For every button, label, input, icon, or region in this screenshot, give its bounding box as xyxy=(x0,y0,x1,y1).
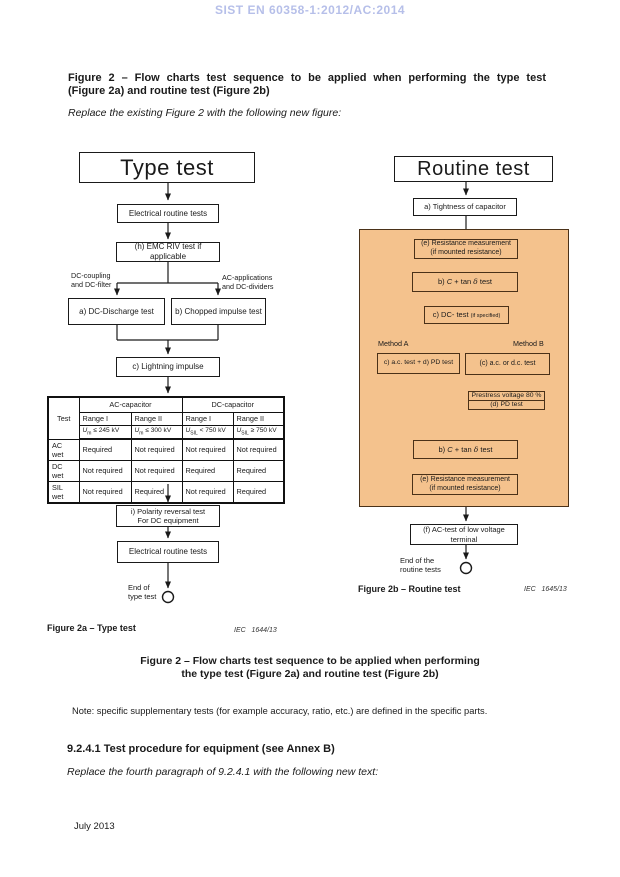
dc-discharge-test-box: a) DC-Discharge test xyxy=(68,298,165,325)
dc-test-if-specified-box: c) DC- test (if specified) xyxy=(424,306,509,324)
iec-ref-2b: IEC 1645/13 xyxy=(524,586,567,593)
electrical-routine-tests-box-2: Electrical routine tests xyxy=(117,541,219,563)
range-header: Range II xyxy=(130,411,183,426)
supplementary-tests-note: Note: specific supplementary tests (for … xyxy=(72,706,488,716)
table-corner-cell: Test xyxy=(47,396,80,440)
voltage-limit-cell: Um ≤ 245 kV xyxy=(78,424,132,440)
dc-coupling-branch-label: DC-coupling and DC-filter xyxy=(71,271,112,289)
end-of-type-test-label: End of type test xyxy=(128,583,157,602)
method-a-label: Method A xyxy=(378,339,409,348)
ac-applications-branch-label: AC-applications and DC-dividers xyxy=(222,273,274,291)
type-test-title-box: Type test xyxy=(79,152,255,183)
range-header: Range II xyxy=(232,411,285,426)
tightness-of-capacitor-box: a) Tightness of capacitor xyxy=(413,198,517,216)
c-tan-delta-box-1: b) C + tan δ test xyxy=(412,272,518,292)
voltage-limit-cell: USIL ≥ 750 kV xyxy=(232,424,285,440)
emc-riv-test-box: (h) EMC RIV test if applicable xyxy=(116,242,220,262)
table-group-header-ac: AC-capacitor xyxy=(78,396,183,413)
end-of-routine-tests-circle xyxy=(459,561,473,575)
section-9241-heading: 9.2.4.1 Test procedure for equipment (se… xyxy=(67,743,335,755)
replace-paragraph-note: Replace the fourth paragraph of 9.2.4.1 … xyxy=(67,766,379,778)
table-row: AC wet Required Not required Not require… xyxy=(47,438,285,461)
ac-test-pd-test-box: c) a.c. test + d) PD test xyxy=(377,353,460,374)
table-row: DC wet Not required Not required Require… xyxy=(47,459,285,482)
routine-test-title-box: Routine test xyxy=(394,156,553,182)
figure2-bottom-caption: Figure 2 – Flow charts test sequence to … xyxy=(140,655,480,680)
range-header: Range I xyxy=(78,411,132,426)
standard-id-watermark: SIST EN 60358-1:2012/AC:2014 xyxy=(214,3,406,17)
figure2-heading-line2: (Figure 2a) and routine test (Figure 2b) xyxy=(68,85,270,97)
iec-ref-2a: IEC 1644/13 xyxy=(234,627,277,634)
lightning-impulse-box: c) Lightning impulse xyxy=(116,357,220,377)
voltage-limit-cell: USIL < 750 kV xyxy=(181,424,234,440)
figure-2b-caption: Figure 2b – Routine test xyxy=(358,584,461,594)
figure-2a-caption: Figure 2a – Type test xyxy=(47,623,136,633)
c-tan-delta-box-2: b) C + tan δ test xyxy=(413,440,518,459)
pd-test-box: (d) PD test xyxy=(468,400,545,410)
footer-date: July 2013 xyxy=(74,821,115,832)
end-of-routine-tests-label: End of the routine tests xyxy=(400,556,441,575)
voltage-limit-cell: Um ≤ 300 kV xyxy=(130,424,183,440)
method-b-label: Method B xyxy=(513,339,544,348)
chopped-impulse-test-box: b) Chopped impulse test xyxy=(171,298,266,325)
electrical-routine-tests-box-1: Electrical routine tests xyxy=(117,204,219,223)
figure2-heading-line1: Figure 2 – Flow charts test sequence to … xyxy=(68,72,546,84)
ac-or-dc-test-box: (c) a.c. or d.c. test xyxy=(465,353,550,375)
resistance-measurement-box-1: (e) Resistance measurement(if mounted re… xyxy=(414,239,518,259)
resistance-measurement-box-2: (e) Resistance measurement(if mounted re… xyxy=(412,474,518,495)
table-group-header-dc: DC-capacitor xyxy=(181,396,285,413)
figure2-heading: Figure 2 – Flow charts test sequence to … xyxy=(68,72,546,98)
range-header: Range I xyxy=(181,411,234,426)
table-row: SIL wet Not required Required Not requir… xyxy=(47,480,285,503)
wet-test-requirements-table: Test AC-capacitor DC-capacitor Range I R… xyxy=(47,396,286,504)
replace-figure-note: Replace the existing Figure 2 with the f… xyxy=(68,107,342,119)
end-of-type-test-circle xyxy=(161,590,175,604)
